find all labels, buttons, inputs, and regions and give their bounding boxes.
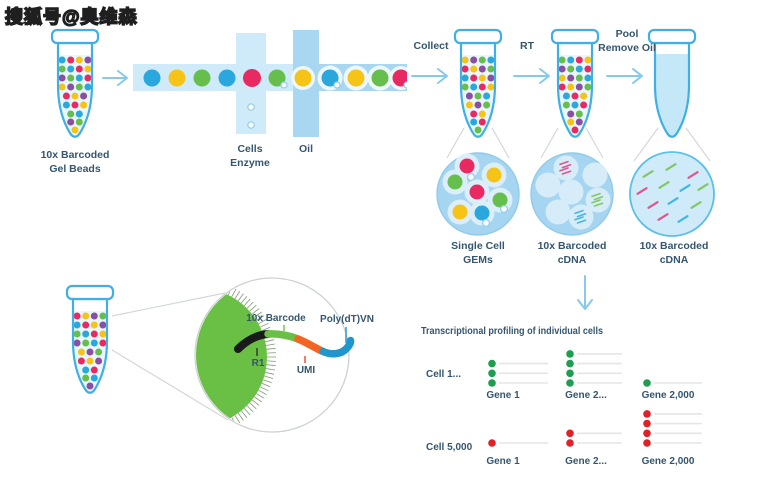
gel-bead-dots — [73, 312, 107, 390]
cell-row-2-label: Cell 5,000 — [426, 442, 473, 453]
expression-dot — [488, 359, 496, 368]
cell-row-1-label: Cell 1... — [426, 369, 461, 380]
tube-cap — [453, 28, 503, 45]
gel-beads-label-2: Gel Beads — [49, 163, 101, 175]
expression-dot — [566, 350, 574, 358]
gene-column-label: Gene 1 — [486, 456, 520, 467]
cdna-droplets — [535, 155, 611, 230]
arrow-down-icon — [577, 275, 593, 310]
cdna-right-label-1: 10x Barcoded — [640, 240, 709, 252]
pool-label-1: Pool — [616, 28, 639, 40]
tube-gel-beads — [50, 28, 100, 138]
enzyme-label: Enzyme — [230, 157, 270, 169]
flow-arrows — [102, 68, 643, 310]
cdna-mid-label-1: 10x Barcoded — [538, 240, 607, 252]
cdna-mid-label-2: cDNA — [558, 254, 587, 266]
cells-label: Cells — [237, 143, 262, 155]
gems-label-2: GEMs — [463, 254, 493, 266]
arrow-right-icon — [411, 68, 448, 84]
gem-droplets-in-channel — [317, 65, 407, 91]
magnifier-cones — [111, 127, 711, 421]
pooled-liquid — [655, 54, 689, 137]
expression-dot — [566, 369, 574, 378]
expression-dot — [643, 429, 651, 438]
expression-dot — [643, 439, 651, 447]
gel-beads-label-1: 10x Barcoded — [41, 149, 110, 161]
oil-label: Oil — [299, 143, 313, 155]
rt-label: RT — [520, 40, 535, 52]
gene-column-label: Gene 2,000 — [642, 390, 695, 401]
cdna-right-label-2: cDNA — [660, 254, 689, 266]
expression-dot — [566, 379, 574, 387]
cdna-fragments — [636, 163, 709, 223]
tube-pooled — [647, 28, 697, 138]
expression-dot — [566, 439, 574, 447]
pooled-cdna-circle — [629, 151, 715, 237]
pool-label-2: Remove Oil — [598, 42, 656, 54]
tube-rt — [550, 28, 600, 138]
cell-bubble-icon — [247, 103, 255, 111]
gene-column-label: Gene 2,000 — [642, 456, 695, 467]
barcode-label: 10x Barcode — [246, 313, 306, 324]
polydt-segment — [319, 336, 355, 358]
gene-column-label: Gene 2... — [565, 456, 607, 467]
expression-dot — [488, 369, 496, 378]
expression-dot — [643, 379, 651, 387]
watermark: 搜狐号@奥维森 — [4, 6, 138, 28]
gel-bead-dots — [58, 56, 92, 134]
profiling-title: Transcriptional profiling of individual … — [421, 325, 603, 337]
cell-bubble-icon — [247, 121, 255, 129]
gene-column-label: Gene 1 — [486, 390, 520, 401]
primer-construct — [234, 330, 355, 358]
collect-label: Collect — [413, 40, 449, 52]
bead-magnifier: 10x Barcode Poly(dT)VN R1 UMI — [194, 277, 374, 433]
channel-beads — [143, 66, 315, 90]
expression-dot — [488, 379, 496, 387]
tube-cap — [65, 284, 115, 301]
single-cell-gems-circle — [436, 152, 520, 236]
umi-label: UMI — [297, 365, 316, 376]
gel-bead — [196, 288, 267, 426]
tube-collect — [453, 28, 503, 138]
gel-bead-dots — [558, 56, 592, 134]
tube-cap — [647, 28, 697, 45]
arrow-right-icon — [513, 68, 550, 84]
tube-cap — [550, 28, 600, 45]
arrow-right-icon — [102, 70, 128, 86]
diagram-labels: 10x Barcoded Gel Beads Cells Enzyme Oil … — [41, 28, 709, 453]
expression-dot — [643, 410, 651, 418]
expression-dot — [643, 419, 651, 428]
r1-label: R1 — [252, 358, 265, 369]
gem-droplets — [442, 153, 513, 228]
barcoded-cdna-gems-circle — [530, 152, 614, 236]
expression-dot — [566, 429, 574, 438]
tube-cap — [50, 28, 100, 45]
gel-bead-dots — [461, 56, 495, 134]
gene-column-label: Gene 2... — [565, 390, 607, 401]
tube-gel-beads-detail — [65, 284, 115, 394]
expression-dot — [566, 359, 574, 368]
expression-dot — [488, 439, 496, 447]
arrow-right-icon — [606, 68, 643, 84]
microfluidic-chip — [133, 30, 407, 137]
polydt-label: Poly(dT)VN — [320, 314, 374, 325]
gems-label-1: Single Cell — [451, 240, 505, 252]
